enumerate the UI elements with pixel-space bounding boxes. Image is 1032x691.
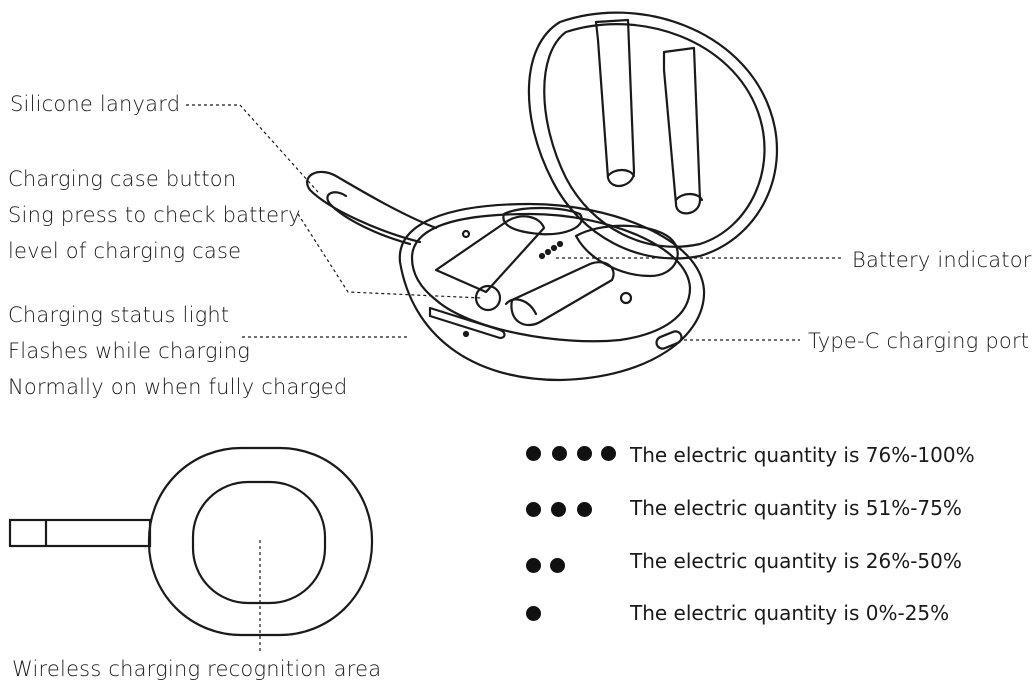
label-status-light-line2: Flashes while charging — [8, 339, 251, 363]
label-case-button-line3: level of charging case — [8, 239, 242, 263]
legend-dot — [526, 558, 541, 573]
legend-text-3: The electric quantity is 51%-75% — [630, 496, 962, 520]
legend-text-1: The electric quantity is 0%-25% — [630, 601, 950, 625]
legend-dot — [552, 446, 567, 461]
legend-dot — [526, 606, 541, 621]
legend-dot — [551, 502, 566, 517]
legend-dot — [550, 558, 565, 573]
leader-lanyard — [186, 104, 319, 193]
legend-dot — [577, 446, 592, 461]
legend-text-2: The electric quantity is 26%-50% — [630, 549, 962, 573]
case-base — [398, 202, 706, 382]
leader-case-button — [297, 213, 483, 299]
legend-dot — [526, 446, 541, 461]
label-battery-indicator: Battery indicator — [852, 248, 1032, 272]
legend-dot — [577, 502, 592, 517]
legend-text-4: The electric quantity is 76%-100% — [630, 443, 975, 467]
label-wireless-area: Wireless charging recognition area — [12, 657, 382, 681]
label-case-button-title: Charging case button — [8, 167, 237, 191]
label-status-light-line3: Normally on when fully charged — [8, 375, 348, 399]
lanyard-loop-inner — [326, 191, 412, 246]
label-type-c-port: Type-C charging port — [808, 329, 1030, 353]
label-status-light-title: Charging status light — [8, 303, 230, 327]
case-bottom-view — [8, 446, 374, 637]
label-case-button-line2: Sing press to check battery — [8, 203, 301, 227]
legend-dot — [526, 502, 541, 517]
label-silicone-lanyard: Silicone lanyard — [10, 92, 181, 116]
case-lid — [527, 11, 779, 260]
legend-dot — [601, 446, 616, 461]
lanyard-loop — [306, 170, 438, 244]
